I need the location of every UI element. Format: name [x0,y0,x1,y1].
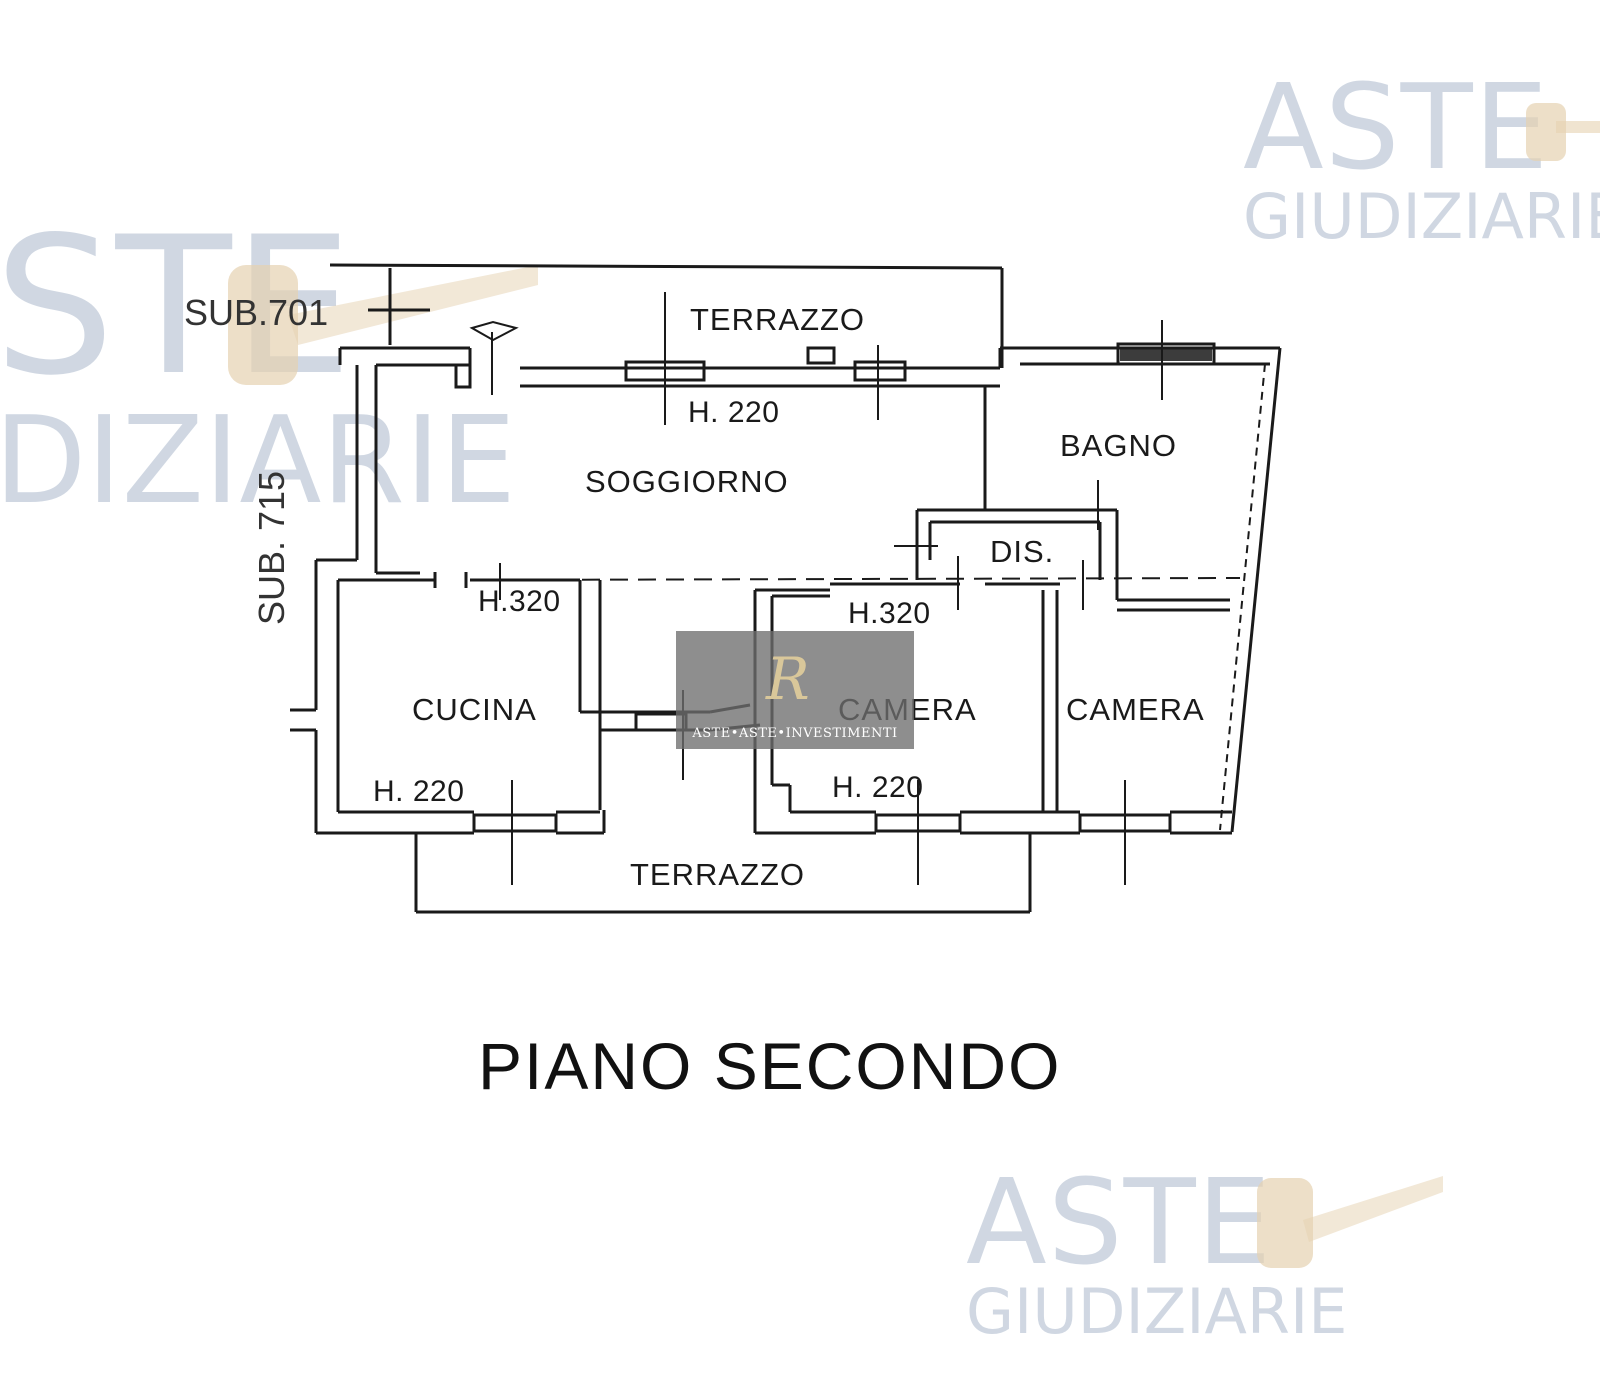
watermark-aste-word: ASTE [1243,58,1550,196]
watermark-aste-bottom-right: ASTE GIUDIZIARIE [966,1163,1347,1343]
camera-2-label: CAMERA [1066,692,1205,727]
agency-logo: R ASTE•ASTE•INVESTIMENTI [676,631,914,749]
height-cucina-bottom-label: H. 220 [373,775,465,808]
watermark-giudiziarie-word: DIZIARIE [0,392,517,531]
logo-mark-icon: R [766,645,810,713]
gavel-icon [228,265,538,385]
page-title: PIANO SECONDO [478,1029,1062,1103]
watermark-giudiziarie-word: GIUDIZIARIE [1243,180,1600,253]
terrace-top-edge [329,263,1003,270]
watermark-giudiziarie-word: GIUDIZIARIE [966,1275,1348,1348]
watermark-aste-top-right: ASTE GIUDIZIARIE [1243,68,1600,248]
sub-701-label: SUB.701 [184,292,329,333]
height-camera-top-label: H.320 [848,597,931,630]
height-cucina-top-label: H.320 [478,585,561,618]
bagno-label: BAGNO [1060,428,1177,463]
logo-text: ASTE•ASTE•INVESTIMENTI [692,726,898,741]
height-camera-bottom-label: H. 220 [832,771,924,804]
gavel-icon [1526,103,1600,161]
dis-label: DIS. [990,534,1055,569]
soggiorno-label: SOGGIORNO [585,464,789,499]
view-marker-icon [469,320,519,342]
height-soggiorno-label: H. 220 [688,396,780,429]
gavel-icon [1257,1176,1443,1268]
sub-715-label: SUB. 715 [251,470,293,626]
terrazzo-top-label: TERRAZZO [690,302,866,337]
cucina-label: CUCINA [412,692,537,727]
terrazzo-bottom-label: TERRAZZO [630,857,806,892]
watermark-aste-word: ASTE [966,1153,1273,1291]
